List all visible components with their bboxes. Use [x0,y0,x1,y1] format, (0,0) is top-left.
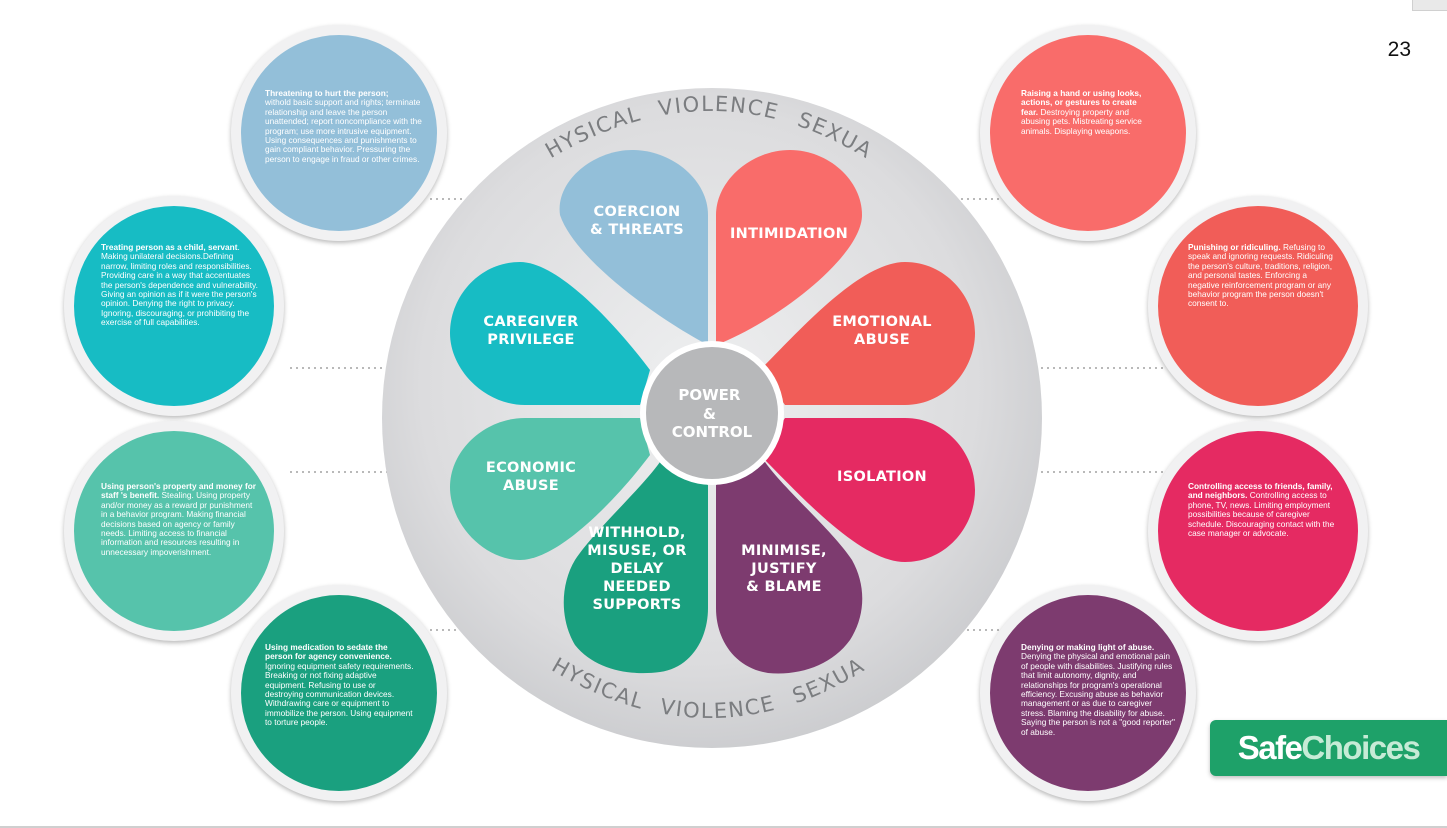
center-circle-fill [646,347,778,479]
petal-label-line: ISOLATION [837,469,927,485]
desc-withhold-bold: Using medication to sedate the person fo… [265,642,392,662]
bubble-minimise [980,585,1196,801]
desc-coercion-text: withold basic support and rights; termin… [265,97,422,164]
bubble-isolation [1148,421,1368,641]
desc-intimidation-text: Destroying property and abusing pets. Mi… [1021,106,1142,136]
petal-label-line: MISUSE, OR [587,543,686,559]
petal-label-caregiver: CAREGIVER PRIVILEGE [483,314,578,348]
petal-withhold [563,462,708,674]
desc-caregiver-text: . Making unilateral decisions.Defining n… [101,242,258,328]
desc-minimise: Denying or making light of abuse. Denyin… [1021,642,1176,737]
petal-label-economic: ECONOMIC ABUSE [486,460,576,494]
desc-coercion: Threatening to hurt the person;withold b… [265,88,425,164]
petal-economic [450,418,650,560]
petal-labels: COERCION & THREATS INTIMIDATION CAREGIVER PR… [483,204,931,613]
petal-label-line: JUSTIFY [750,561,817,577]
petal-caregiver [450,262,650,405]
petal-label-isolation: ISOLATION [837,469,927,485]
desc-caregiver: Treating person as a child, servant. Mak… [101,242,261,328]
logo-text-choices: Choices [1301,729,1420,766]
bubble-intimidation [980,25,1196,241]
desc-economic-text: Stealing. Using property and/or money as… [101,490,253,557]
bubble-caregiver [64,196,284,416]
desc-withhold-text: Ignoring equipment safety requirements. … [265,660,414,728]
corner-tab [1412,0,1447,11]
petal-label-line: COERCION [594,204,681,220]
center-label: POWER & CONTROL [672,386,753,441]
desc-intimidation-bold: Raising a hand or using looks, actions, … [1021,88,1142,117]
petal-label-line: PRIVILEGE [487,332,574,348]
petal-label-line: ECONOMIC [486,460,576,476]
petal-label-line: EMOTIONAL [832,314,932,330]
bubble-emotional [1148,196,1368,416]
petal-label-intimidation: INTIMIDATION [730,226,848,242]
desc-caregiver-bold: Treating person as a child, servant [101,242,238,252]
bubble-withhold [231,585,447,801]
petal-coercion [559,150,708,345]
desc-isolation: Controlling access to friends, family, a… [1188,481,1338,539]
petal-label-line: CAREGIVER [483,314,578,330]
petal-label-line: NEEDED [603,579,671,595]
bubble-economic [64,421,284,641]
desc-emotional: Punishing or ridiculing. Refusing to spe… [1188,242,1338,309]
desc-isolation-bold: Controlling access to friends, family, a… [1188,481,1333,501]
bottom-border [0,826,1447,828]
petal-intimidation [716,150,862,345]
desc-emotional-text: Refusing to speak and ignoring requests.… [1188,242,1333,309]
petal-label-line: & BLAME [746,579,822,595]
bubble-coercion [231,25,447,241]
petal-label-line: & THREATS [590,222,684,238]
desc-coercion-bold: Threatening to hurt the person; [265,88,389,98]
petal-label-minimise: MINIMISE, JUSTIFY & BLAME [741,543,827,595]
desc-emotional-bold: Punishing or ridiculing. [1188,242,1281,252]
petal-label-coercion: COERCION & THREATS [590,204,684,238]
petal-isolation [760,418,975,562]
petal-label-emotional: EMOTIONAL ABUSE [832,314,932,348]
petal-label-line: SUPPORTS [592,597,681,613]
petal-label-withhold: WITHHOLD, MISUSE, OR DELAY NEEDED SUPPORTS [587,525,686,613]
petal-label-line: ABUSE [854,332,910,348]
desc-minimise-bold: Denying or making light of abuse. [1021,642,1155,652]
petals [450,150,975,674]
petal-emotional [760,262,975,405]
petal-minimise [716,462,863,674]
desc-withhold: Using medication to sedate the person fo… [265,642,415,728]
petal-label-line: ABUSE [503,478,559,494]
petal-label-line: DELAY [610,561,663,577]
page-number: 23 [1387,38,1411,61]
logo-text-safe: Safe [1237,729,1303,766]
desc-economic: Using person's property and money for st… [101,481,261,557]
desc-intimidation: Raising a hand or using looks, actions, … [1021,88,1149,136]
desc-isolation-text: Controlling access to phone, TV, news. L… [1188,490,1335,539]
petal-label-line: MINIMISE, [741,543,827,559]
desc-minimise-text: Denying the physical and emotional pain … [1021,651,1175,737]
desc-economic-bold: Using person's property and money for st… [101,481,257,501]
petal-label-line: WITHHOLD, [588,525,685,541]
petal-label-line: INTIMIDATION [730,226,848,242]
